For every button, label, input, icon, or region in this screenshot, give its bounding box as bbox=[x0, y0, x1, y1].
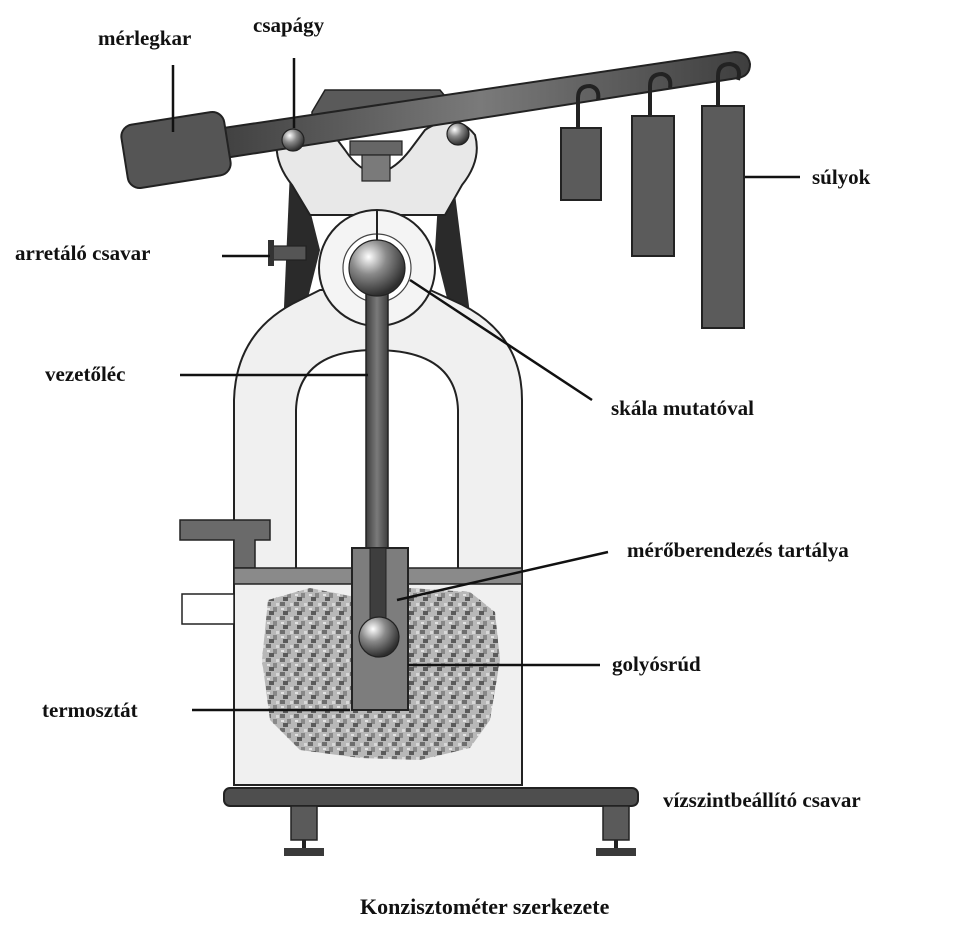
pivot-bearing-right bbox=[446, 122, 470, 146]
scale-ball bbox=[348, 239, 406, 297]
label-arretalo-csavar: arretáló csavar bbox=[15, 241, 151, 265]
diagram-caption: Konzisztométer szerkezete bbox=[360, 894, 610, 919]
label-vizszintbeallito-csavar: vízszintbeállító csavar bbox=[663, 788, 861, 812]
leader-tartaly bbox=[396, 550, 609, 602]
base bbox=[223, 787, 639, 856]
rod-ball bbox=[358, 616, 400, 658]
label-meroberendezes-tartalya: mérőberendezés tartálya bbox=[627, 538, 849, 562]
label-csapagy: csapágy bbox=[253, 13, 325, 37]
center-screw-head bbox=[349, 140, 403, 156]
leader-lines bbox=[171, 58, 800, 712]
base-plate bbox=[223, 787, 639, 807]
weight-hook-1 bbox=[576, 83, 601, 130]
weight-medium bbox=[631, 115, 675, 257]
leveling-screw-left bbox=[290, 805, 318, 841]
balance-arm-group bbox=[120, 50, 752, 190]
locking-screw bbox=[271, 245, 307, 261]
counterweight bbox=[120, 110, 232, 190]
pivot-bearing-left bbox=[281, 128, 305, 152]
leveling-screw-right bbox=[602, 805, 630, 841]
locking-screw-plate bbox=[268, 240, 274, 266]
label-golyosrud: golyósrúd bbox=[612, 652, 701, 676]
leveling-foot-right bbox=[596, 848, 636, 856]
center-screw-stem bbox=[361, 154, 391, 182]
label-vezetolec: vezetőléc bbox=[45, 362, 126, 386]
label-skala-mutatoval: skála mutatóval bbox=[611, 396, 754, 420]
weight-hook-3 bbox=[716, 61, 741, 108]
scale-assembly bbox=[268, 209, 436, 661]
label-merlegkar: mérlegkar bbox=[98, 26, 192, 50]
weight-large bbox=[701, 105, 745, 329]
leveling-foot-left bbox=[284, 848, 324, 856]
label-termosztat: termosztát bbox=[42, 698, 138, 722]
weight-hook-2 bbox=[648, 71, 673, 118]
label-sulyok: súlyok bbox=[812, 165, 871, 189]
frame-side-tab bbox=[181, 593, 235, 625]
weight-small bbox=[560, 127, 602, 201]
container-assembly bbox=[262, 547, 500, 760]
weights bbox=[560, 61, 745, 329]
leader-skala bbox=[409, 278, 593, 402]
